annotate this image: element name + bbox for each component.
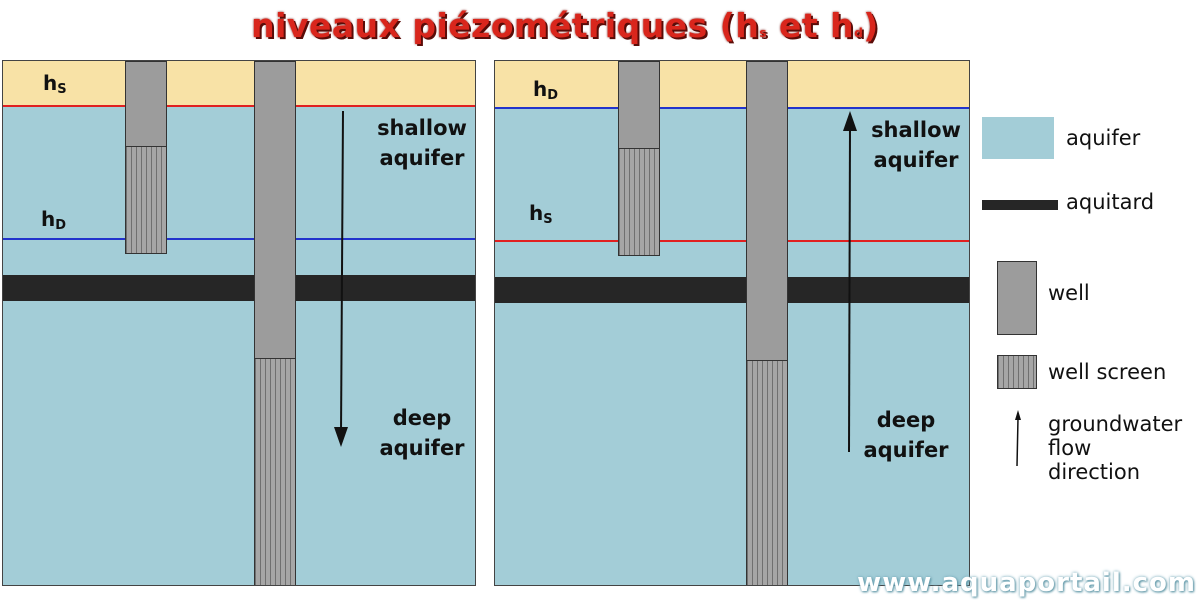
- shallow-well: [618, 61, 660, 149]
- land-surface: [3, 61, 475, 106]
- legend-flow-label: groundwater flow direction: [1048, 412, 1183, 484]
- legend-aquifer-label: aquifer: [1066, 126, 1141, 150]
- legend-well-label: well: [1048, 281, 1090, 305]
- hd-level-line: [495, 107, 969, 109]
- deep-well-screen: [254, 358, 296, 585]
- legend-aquitard-label: aquitard: [1066, 190, 1155, 214]
- deep-well-screen: [746, 360, 788, 585]
- hs-level-line: [495, 240, 969, 242]
- shallow-well: [125, 61, 167, 147]
- legend-well-swatch: [997, 261, 1037, 335]
- legend-well-screen-label: well screen: [1048, 360, 1167, 384]
- legend-aquifer-swatch: [982, 117, 1054, 159]
- hd-label: hD: [533, 77, 559, 103]
- hs-label: hS: [529, 201, 553, 227]
- aquitard-layer: [3, 275, 475, 301]
- hd-level-line: [3, 238, 475, 240]
- hd-label: hD: [41, 207, 67, 233]
- legend-aquitard-swatch: [982, 200, 1058, 210]
- shallow-well-screen: [618, 148, 660, 256]
- shallow-well-screen: [125, 146, 167, 254]
- watermark-text: www.aquaportail.com: [857, 568, 1196, 598]
- upward-flow-arrow: [843, 111, 857, 453]
- diagram-title: niveaux piézométriques (hs et hd): [251, 6, 879, 45]
- hs-level-line: [3, 105, 475, 107]
- land-surface: [495, 61, 969, 108]
- downward-flow-arrow: [334, 110, 348, 447]
- aquitard-layer: [495, 277, 969, 303]
- deep-well: [746, 61, 788, 361]
- hs-label: hS: [43, 71, 67, 97]
- deep-well: [254, 61, 296, 359]
- legend-flow-arrow-icon: [1015, 410, 1021, 467]
- legend-well-screen-swatch: [997, 355, 1037, 389]
